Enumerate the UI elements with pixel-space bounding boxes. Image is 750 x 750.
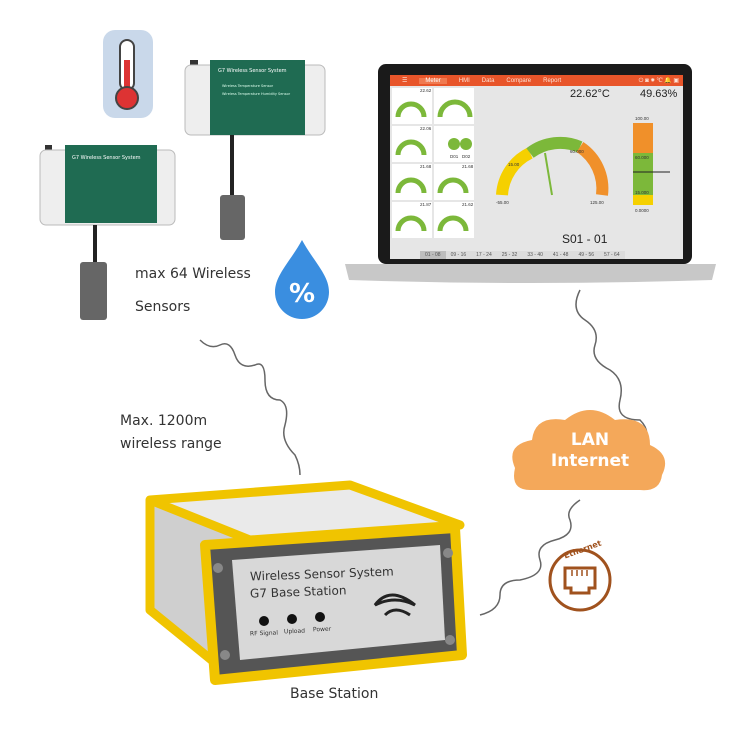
network-link-laptop: [575, 289, 648, 441]
page-tab[interactable]: 17 - 24: [471, 251, 497, 259]
bar-bottom: 0.0000: [635, 208, 649, 213]
tab-report[interactable]: Report: [543, 77, 562, 84]
tab-meter[interactable]: Meter: [419, 77, 447, 84]
caption-base-station: Base Station: [290, 686, 379, 702]
tile-value: 21.62: [462, 202, 474, 207]
tab-data[interactable]: Data: [481, 77, 495, 84]
humidity-drop-icon: %: [275, 240, 329, 319]
bar-low: 15.000: [635, 190, 649, 195]
caption-sensors-line2: Sensors: [135, 299, 191, 315]
gauge-max: 125.00: [590, 200, 604, 205]
wireless-sensor-device: [184, 60, 326, 240]
sensor-title: G7 Wireless Sensor System: [218, 68, 287, 74]
bar-top: 100.00: [635, 116, 649, 121]
gauge-low: 15.00: [508, 162, 520, 167]
tile-value: 21.68: [462, 164, 474, 169]
meter-graphics: [392, 88, 670, 238]
network-link-base: [479, 499, 581, 616]
page-tab[interactable]: 33 - 40: [522, 251, 548, 259]
tile-value: 22.06: [420, 126, 432, 131]
sensor-line: Wireless Temperature Sensor: [222, 84, 274, 88]
cloud-label-line2: Internet: [550, 451, 630, 471]
thermometer-icon: [103, 30, 153, 118]
wireless-link-sensors: [199, 339, 301, 476]
tile-value: 21.68: [420, 164, 432, 169]
menu-icon[interactable]: ☰: [402, 78, 408, 84]
sensor-line: Wireless Temperature Humidity Sensor: [222, 92, 291, 96]
svg-text:%: %: [289, 279, 315, 309]
cloud-label-line1: LAN: [570, 430, 610, 450]
tile-value: 22.62: [420, 88, 432, 93]
gauge-min: -55.00: [496, 200, 509, 205]
laptop-app-screen: ☰ Meter HMI Data Compare Report ⏻ ◙ ✹ ℃ …: [390, 75, 683, 259]
gauge-high: 60.000: [570, 149, 584, 154]
page-tab[interactable]: 57 - 64: [599, 251, 625, 259]
page-selector: 01 - 08 09 - 16 17 - 24 25 - 32 33 - 40 …: [420, 251, 625, 259]
wireless-sensor-device: [39, 145, 176, 320]
caption-sensors-line1: max 64 Wireless: [135, 266, 251, 282]
sensor-id: S01 - 01: [562, 232, 608, 246]
cloud-icon: [512, 410, 666, 491]
ethernet-icon: [548, 548, 612, 612]
tile-value: 21.87: [420, 202, 432, 207]
bar-high: 60.000: [635, 155, 649, 160]
led-label-rf-signal: RF Signal: [249, 629, 279, 638]
tab-compare[interactable]: Compare: [506, 77, 532, 84]
app-nav-bar: ☰ Meter HMI Data Compare Report ⏻ ◙ ✹ ℃ …: [390, 75, 683, 86]
cloud-label: LAN Internet: [520, 430, 660, 472]
toolbar-icons[interactable]: ⏻ ◙ ✹ ℃ 🔔 ▣: [638, 77, 679, 84]
caption-range-line2: wireless range: [120, 436, 222, 452]
page-tab[interactable]: 41 - 48: [547, 251, 574, 259]
humidity-readout: 49.63%: [640, 88, 678, 100]
caption-range-line1: Max. 1200m: [120, 413, 208, 429]
digital-input-label: D01: [450, 154, 459, 159]
base-station-device: [145, 480, 467, 685]
temperature-readout: 22.62°C: [570, 88, 610, 100]
led-label-power: Power: [312, 625, 332, 634]
page-tab[interactable]: 01 - 08: [420, 251, 446, 259]
page-tab[interactable]: 25 - 32: [496, 251, 523, 259]
digital-input-label: D02: [462, 154, 471, 159]
tab-hmi[interactable]: HMI: [458, 77, 470, 84]
sensor-title: G7 Wireless Sensor System: [72, 155, 141, 161]
page-tab[interactable]: 09 - 16: [445, 251, 472, 259]
page-tab[interactable]: 49 - 56: [573, 251, 600, 259]
led-label-upload: Upload: [283, 627, 306, 636]
